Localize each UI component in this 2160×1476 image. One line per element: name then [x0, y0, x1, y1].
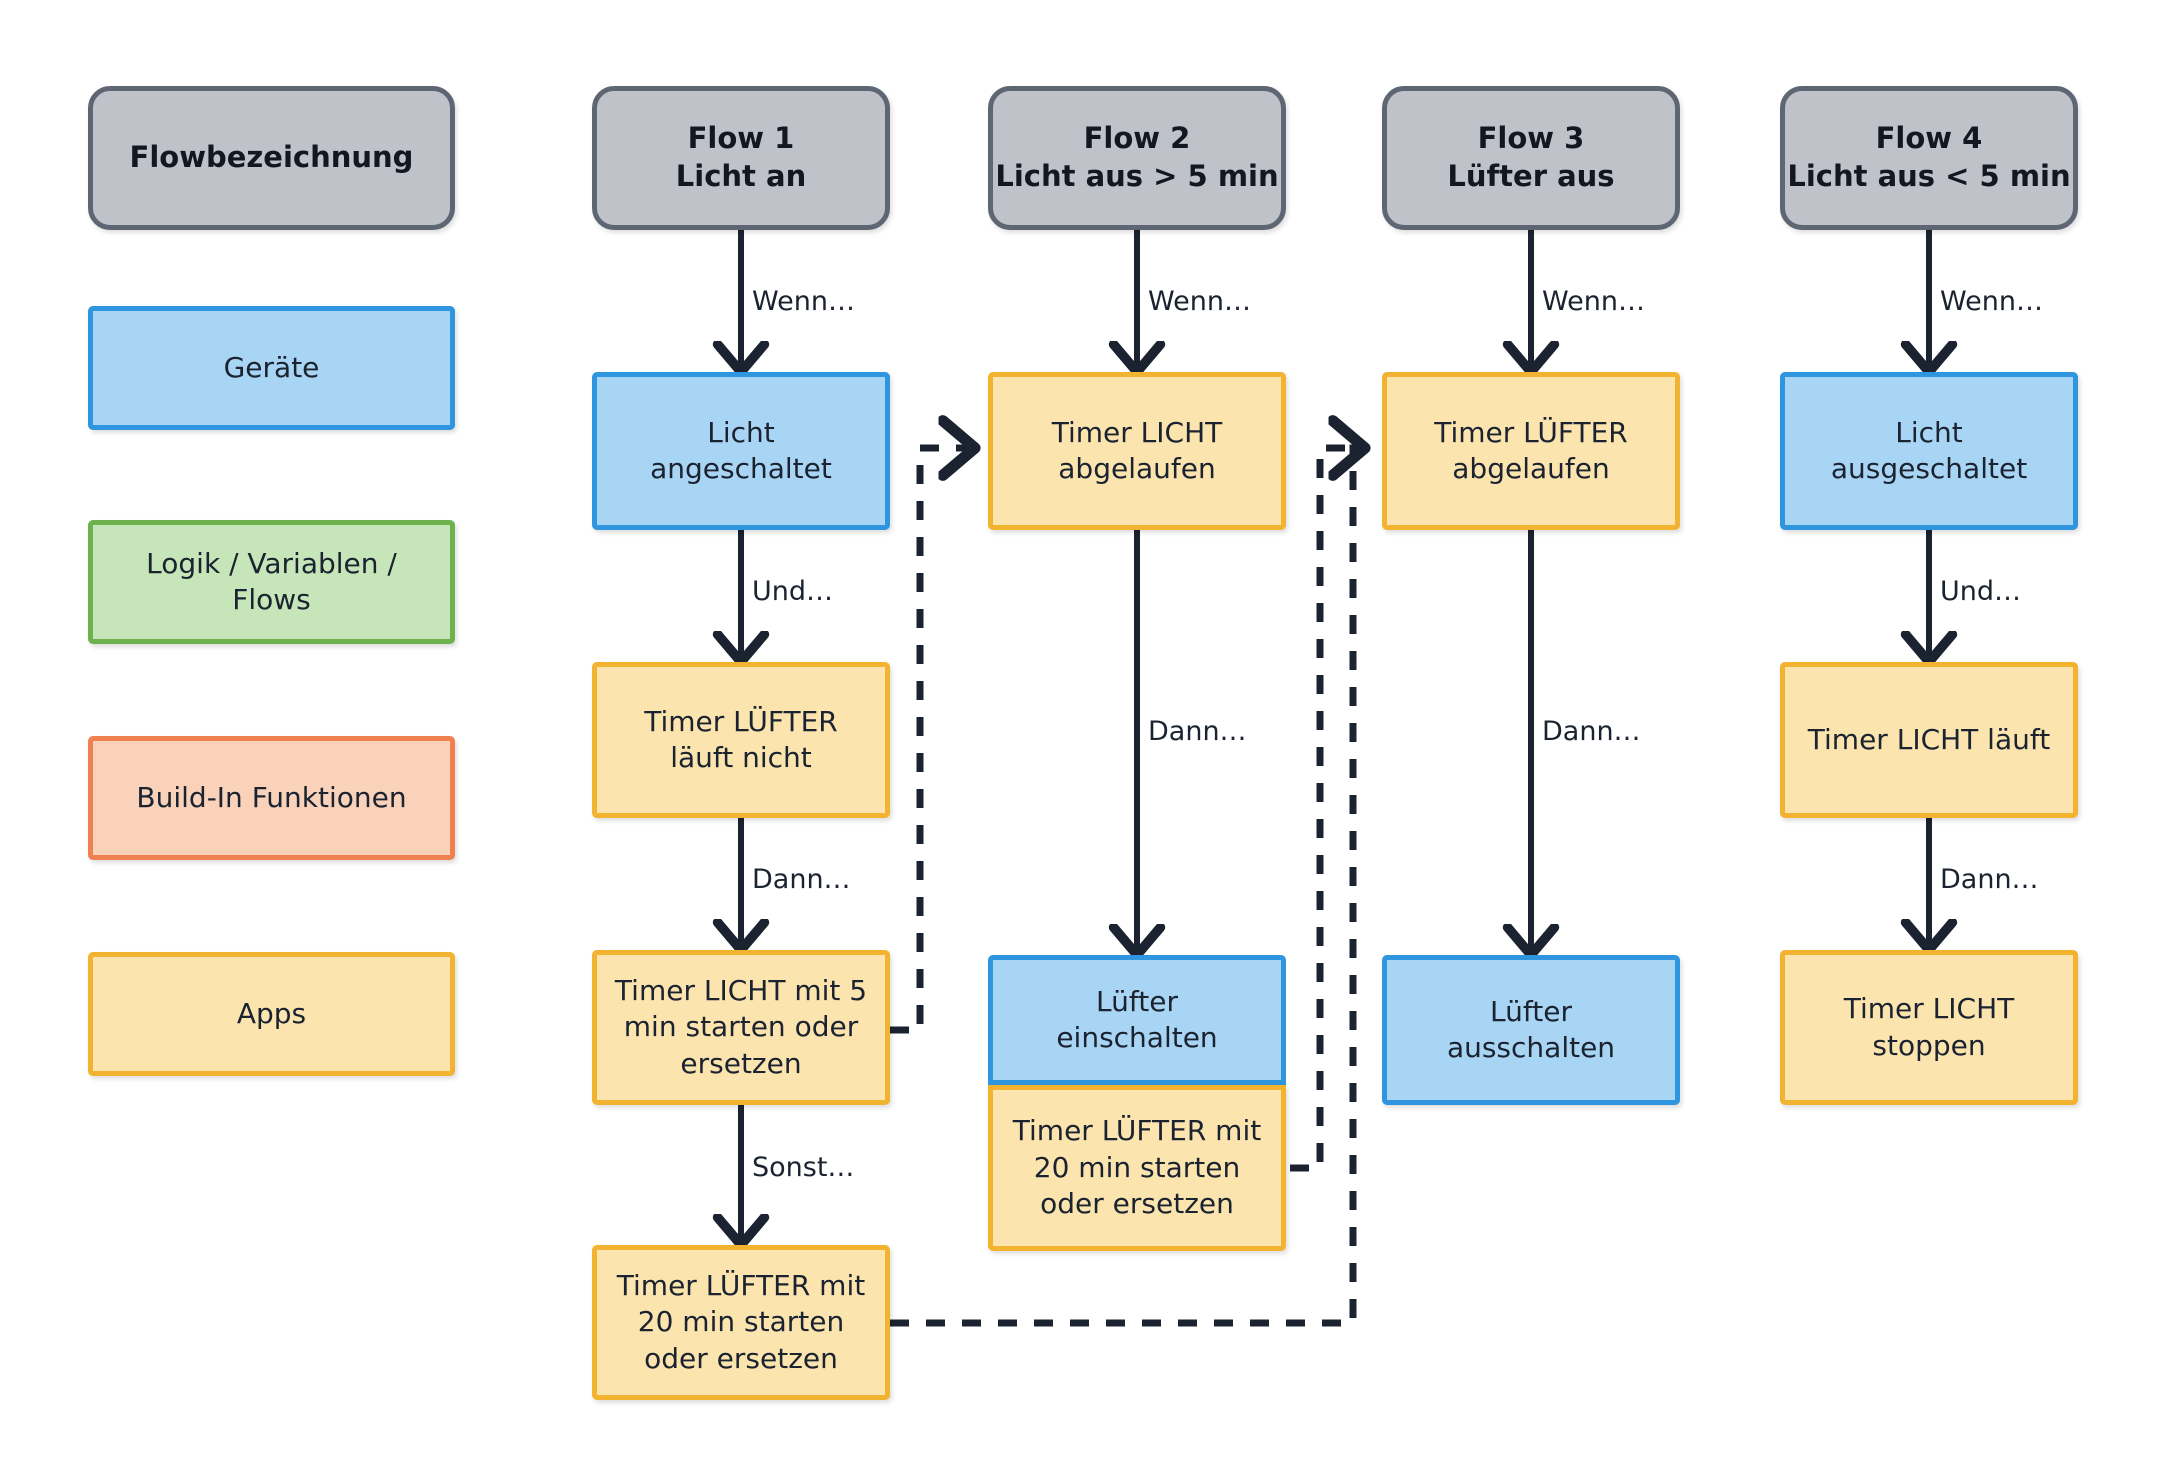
- flow-2-title: Flow 2 Licht aus > 5 min: [995, 121, 1279, 193]
- legend-label-flow-title: Flowbezeichnung: [129, 140, 414, 175]
- flow-2-header: Flow 2 Licht aus > 5 min: [988, 86, 1286, 230]
- dashed-link-f1n4-to-f3n1: [890, 444, 1365, 1327]
- flow-2-node-3: Timer LÜFTER mit 20 min starten oder ers…: [988, 1085, 1286, 1251]
- legend-label-devices: Geräte: [223, 350, 320, 384]
- flow-4-title: Flow 4 Licht aus < 5 min: [1787, 121, 2071, 193]
- flow-2-node-3-label: Timer LÜFTER mit 20 min starten oder ers…: [1012, 1114, 1262, 1221]
- legend-item-devices: Geräte: [88, 306, 455, 430]
- flow-2-node-1-label: Timer LICHT abgelaufen: [1051, 415, 1223, 485]
- flow-3-node-1: Timer LÜFTER abgelaufen: [1382, 372, 1680, 530]
- flow-1-node-1: Licht angeschaltet: [592, 372, 890, 530]
- flow-2-node-2-label: Lüfter einschalten: [1056, 984, 1218, 1054]
- dashed-link-f2n3-to-f3n1: [1290, 448, 1365, 1172]
- flow-4-node-1-label: Licht ausgeschaltet: [1830, 415, 2028, 485]
- flow-4-node-3-label: Timer LICHT stoppen: [1843, 992, 2015, 1062]
- legend-item-apps: Apps: [88, 952, 455, 1076]
- flow-3-node-2-label: Lüfter ausschalten: [1446, 994, 1616, 1064]
- legend-item-flow-title: Flowbezeichnung: [88, 86, 455, 230]
- flow-4-node-2: Timer LICHT läuft: [1780, 662, 2078, 818]
- flow-1-header: Flow 1 Licht an: [592, 86, 890, 230]
- flow-1-node-4-label: Timer LÜFTER mit 20 min starten oder ers…: [616, 1268, 866, 1375]
- flow-1-node-3-label: Timer LICHT mit 5 min starten oder erset…: [614, 973, 868, 1080]
- flow-3-node-1-label: Timer LÜFTER abgelaufen: [1434, 415, 1628, 485]
- legend-label-builtin: Build-In Funktionen: [136, 780, 407, 814]
- flow-1-title: Flow 1 Licht an: [675, 121, 807, 193]
- flow-3-title: Flow 3 Lüfter aus: [1447, 121, 1615, 193]
- flow-4-header: Flow 4 Licht aus < 5 min: [1780, 86, 2078, 230]
- flow-1-node-3: Timer LICHT mit 5 min starten oder erset…: [592, 950, 890, 1105]
- flow-3-header: Flow 3 Lüfter aus: [1382, 86, 1680, 230]
- flow-2-node-1: Timer LICHT abgelaufen: [988, 372, 1286, 530]
- dashed-link-f1n3-to-f2n1: [890, 448, 975, 1034]
- flow-1-node-1-label: Licht angeschaltet: [650, 415, 832, 485]
- legend-label-apps: Apps: [236, 996, 307, 1030]
- flow-2-node-2: Lüfter einschalten: [988, 955, 1286, 1085]
- flow-4-node-3: Timer LICHT stoppen: [1780, 950, 2078, 1105]
- legend-item-builtin: Build-In Funktionen: [88, 736, 455, 860]
- flow-3-node-2: Lüfter ausschalten: [1382, 955, 1680, 1105]
- flow-4-node-2-label: Timer LICHT läuft: [1807, 722, 2051, 756]
- flow-4-node-1: Licht ausgeschaltet: [1780, 372, 2078, 530]
- flow-1-node-4: Timer LÜFTER mit 20 min starten oder ers…: [592, 1245, 890, 1400]
- legend-item-logic: Logik / Variablen / Flows: [88, 520, 455, 644]
- flow-1-node-2-label: Timer LÜFTER läuft nicht: [644, 704, 838, 774]
- flow-1-node-2: Timer LÜFTER läuft nicht: [592, 662, 890, 818]
- legend-label-logic: Logik / Variablen / Flows: [146, 546, 397, 616]
